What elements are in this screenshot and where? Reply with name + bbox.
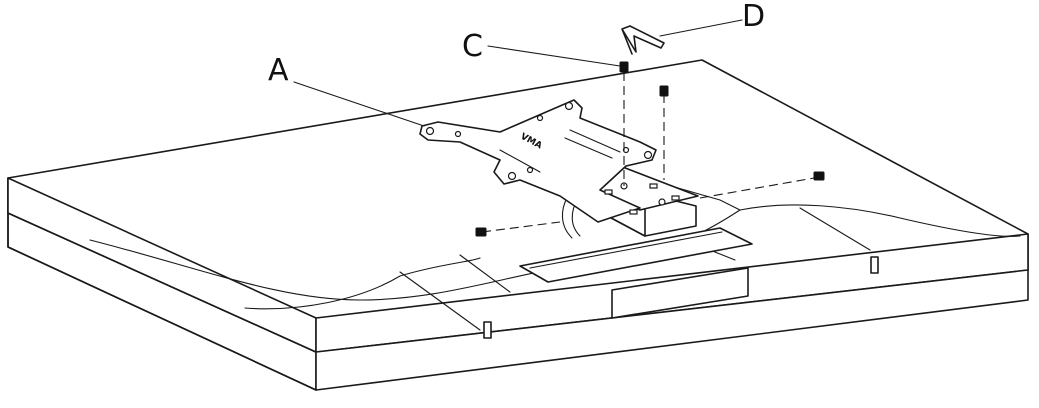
alignment-lines [481, 72, 815, 233]
allen-key [621, 25, 665, 55]
screw-c [619, 61, 629, 73]
screw [813, 171, 825, 181]
screw [475, 227, 487, 237]
leader-lines [293, 19, 743, 127]
vesa-plate: VMA [419, 99, 680, 223]
label-d: D [742, 0, 765, 34]
monitor-body [7, 59, 1029, 391]
screws [475, 61, 825, 237]
screw [659, 85, 669, 97]
label-c: C [462, 29, 483, 64]
label-a: A [268, 53, 289, 88]
